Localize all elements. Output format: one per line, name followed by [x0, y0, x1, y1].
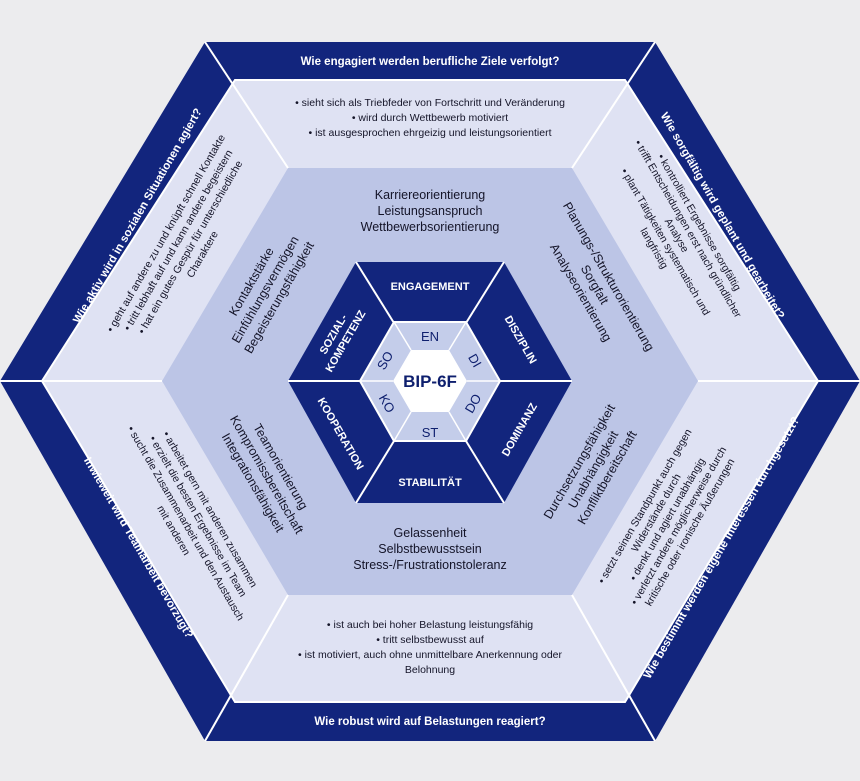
aspect-item: Gelassenheit — [394, 526, 467, 540]
bullets-bottom: • ist auch bei hoher Belastung leistungs… — [298, 619, 563, 676]
aspect-item: Leistungsanspruch — [378, 204, 483, 218]
bullet-item: • ist motiviert, auch ohne unmittelbare … — [298, 649, 563, 661]
center-hexagon — [393, 350, 467, 412]
aspect-item: Stress-/Frustrationstoleranz — [353, 558, 507, 572]
aspects-bottom: Gelassenheit Selbstbewusstsein Stress-/F… — [353, 526, 507, 572]
band-dividers — [0, 41, 860, 742]
aspects-top: Karriereorientierung Leistungsanspruch W… — [361, 188, 500, 234]
bullets-top: • sieht sich als Triebfeder von Fortschr… — [295, 97, 565, 139]
center-label: BIP-6F — [403, 372, 457, 391]
aspect-item: Wettbewerbsorientierung — [361, 220, 500, 234]
bullet-item: • ist ausgesprochen ehrgeizig und leistu… — [309, 127, 552, 139]
bullet-item: • ist auch bei hoher Belastung leistungs… — [327, 619, 533, 631]
abbr-engagement: EN — [421, 329, 439, 344]
abbr-disziplin: DI — [465, 351, 484, 370]
core-dividers — [288, 261, 572, 504]
bullet-item: • wird durch Wettbewerb motiviert — [352, 112, 508, 124]
bullet-item: Belohnung — [405, 664, 455, 676]
dimension-engagement: ENGAGEMENT — [391, 281, 470, 293]
question-top: Wie engagiert werden berufliche Ziele ve… — [301, 56, 560, 68]
aspect-item: Karriereorientierung — [375, 188, 486, 202]
aspect-item: Selbstbewusstsein — [378, 542, 482, 556]
abbr-stabilitaet: ST — [422, 425, 439, 440]
dimension-stabilitaet: STABILITÄT — [398, 476, 462, 489]
inner-ring-dividers — [360, 321, 500, 442]
bullet-item: • sieht sich als Triebfeder von Fortschr… — [295, 97, 565, 109]
question-bottom: Wie robust wird auf Belastungen reagiert… — [314, 716, 545, 728]
bullet-item: • tritt selbstbewusst auf — [376, 634, 484, 646]
